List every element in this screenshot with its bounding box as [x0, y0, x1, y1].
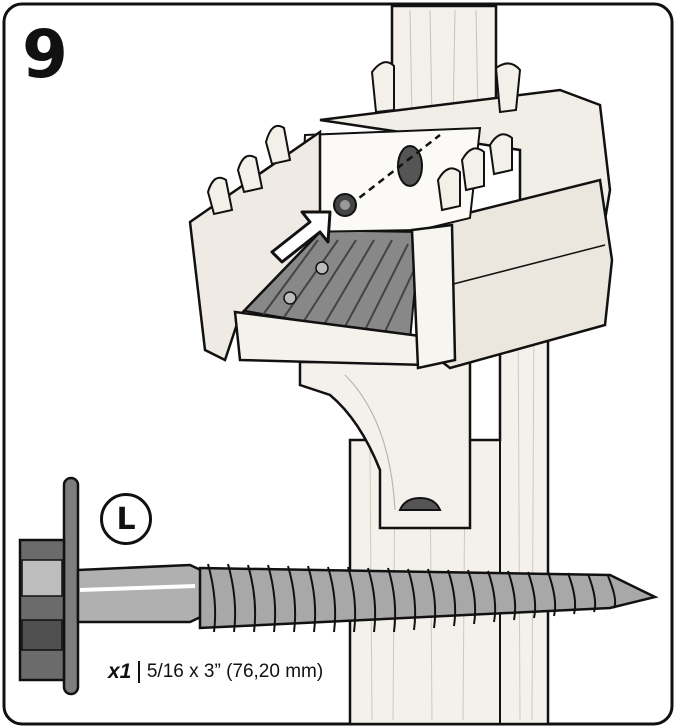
quantity-count: x1 [108, 660, 132, 683]
push-arrow-icon [270, 210, 332, 264]
screw-target [333, 134, 441, 217]
screw-spec: 5/16 x 3” (76,20 mm) [146, 661, 324, 682]
quantity-caption: x1 5/16 x 3” (76,20 mm) [108, 660, 323, 684]
part-label: L [116, 501, 136, 537]
caption-divider [138, 661, 140, 683]
step-number: 9 [22, 16, 68, 93]
support-brace [298, 360, 472, 530]
lag-screw-icon [18, 476, 659, 696]
part-label-badge: L [100, 493, 152, 545]
